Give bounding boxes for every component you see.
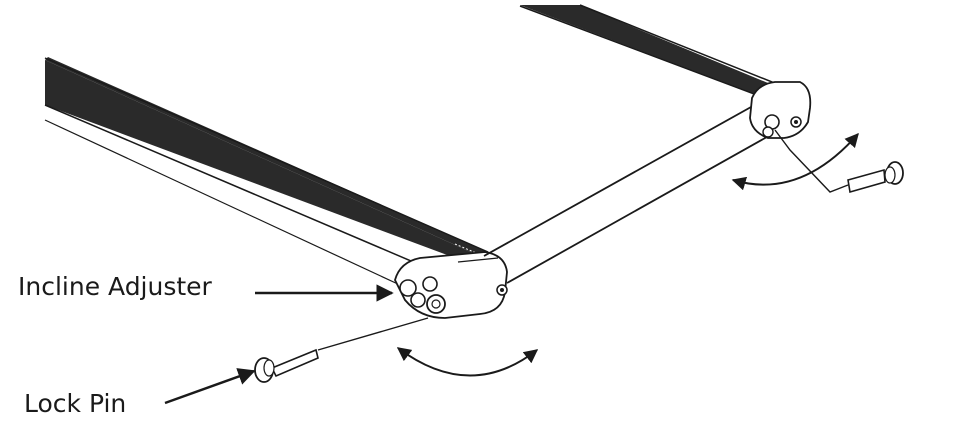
incline-adjuster-label: Incline Adjuster: [18, 272, 212, 301]
right-lock-pin: [774, 129, 904, 194]
lock-pin-pointer: [164, 368, 256, 405]
lock-pin-label: Lock Pin: [24, 389, 127, 418]
right-side-rail: [519, 4, 783, 101]
right-rotation-arrow: [731, 132, 859, 191]
left-side-rail: [44, 57, 489, 286]
crossbar: [483, 101, 775, 284]
left-lock-pin: [254, 317, 429, 383]
right-end-cap: [749, 81, 812, 139]
left-rotation-arrow: [396, 347, 539, 377]
incline-adjuster-part: [399, 276, 446, 314]
